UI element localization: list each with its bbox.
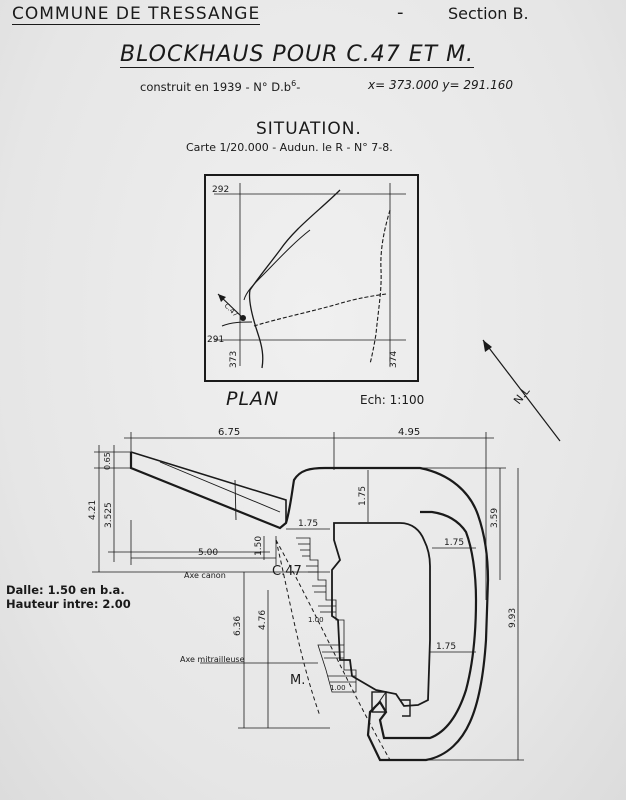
plan-title: PLAN — [226, 388, 280, 410]
c47-label: C.47 — [272, 564, 302, 579]
fire-arc-inner — [275, 539, 391, 761]
embrasure-divider — [234, 479, 237, 521]
fire-arc-outer — [275, 539, 321, 717]
axe-canon-label: Axe canon — [184, 571, 226, 580]
dimensions — [92, 432, 524, 761]
road-main-parallel — [243, 229, 311, 301]
grid-label-292: 292 — [212, 185, 229, 195]
dalle-note: Dalle: 1.50 en b.a. — [6, 583, 125, 597]
dim-150: 1.50 — [254, 536, 264, 556]
road-main — [248, 189, 341, 369]
dim-675: 6.75 — [218, 427, 240, 438]
road-west — [221, 321, 253, 327]
stairs-m-outline — [317, 644, 357, 693]
dim-993: 9.93 — [508, 608, 518, 628]
dim-175-vertical-label: 1.75 — [358, 486, 368, 506]
embrasure-inner-line — [159, 461, 281, 513]
north-arrow: N.L — [482, 339, 561, 442]
header-dash: - — [397, 2, 404, 23]
stairs-m — [317, 644, 357, 693]
north-label: N.L — [511, 384, 533, 407]
dim-100-lower: 1.00 — [330, 684, 346, 692]
axe-mitr-label: Axe mitrailleuse — [180, 655, 245, 664]
blockhaus-plan — [129, 451, 490, 762]
marker-label: C.47 — [223, 302, 240, 319]
grid-label-374: 374 — [389, 351, 399, 368]
stairs-c47-outline — [296, 537, 345, 645]
dim-476: 4.76 — [258, 610, 268, 630]
dim-495: 4.95 — [398, 427, 420, 438]
plan-scale: Ech: 1:100 — [360, 393, 425, 407]
grid-label-291: 291 — [207, 335, 224, 345]
carte-reference: Carte 1/20.000 - Audun. le R - N° 7-8. — [186, 141, 393, 154]
inner-chamber — [331, 522, 431, 707]
blockhaus-title: BLOCKHAUS POUR C.47 ET M. — [120, 42, 475, 68]
exit-diagonal — [371, 691, 387, 713]
construit-tail: - — [296, 79, 301, 94]
situation-title: SITUATION. — [256, 119, 362, 139]
grid-label-373: 373 — [229, 351, 239, 368]
dim-500: 5.00 — [198, 548, 218, 558]
dim-359: 3.59 — [490, 508, 500, 528]
dim-175-right-label: 1.75 — [444, 538, 464, 548]
road-dashed-east — [253, 293, 387, 327]
situation-map: 292 291 373 374 C.47 — [204, 174, 419, 382]
north-arrow-line — [482, 339, 561, 442]
dim-175-top-label: 1.75 — [298, 519, 318, 529]
outer-wall — [129, 452, 490, 762]
exit-box — [371, 691, 387, 713]
section-label: Section B. — [448, 4, 529, 23]
embrasure-wall — [130, 451, 287, 523]
coordinates: x= 373.000 y= 291.160 — [368, 78, 514, 92]
commune-title: COMMUNE DE TRESSANGE — [12, 4, 261, 25]
dim-175-diag-label: 1.75 — [436, 642, 456, 652]
map-frame — [204, 174, 419, 382]
road-dashed-north — [369, 209, 391, 365]
hauteur-note: Hauteur intre: 2.00 — [6, 597, 131, 611]
dimension-labels: 6.75 4.95 0.65 4.21 3.525 1.75 1.75 1.75… — [88, 427, 518, 692]
exit-step — [400, 699, 411, 717]
north-arrow-head — [483, 340, 492, 352]
dim-065: 0.65 — [103, 452, 112, 470]
construit-superscript: 6 — [291, 79, 297, 88]
dim-100-upper: 1.00 — [308, 616, 324, 624]
dim-3525: 3.525 — [104, 502, 114, 528]
stairs-c47 — [296, 537, 345, 645]
dim-636: 6.36 — [233, 616, 243, 636]
marker-arrowhead — [218, 294, 226, 302]
construit-text: construit en 1939 - N° D.b — [140, 79, 292, 94]
m-label: M. — [290, 673, 305, 688]
dim-421: 4.21 — [88, 500, 98, 520]
construction-note: construit en 1939 - N° D.b6- — [140, 80, 300, 93]
